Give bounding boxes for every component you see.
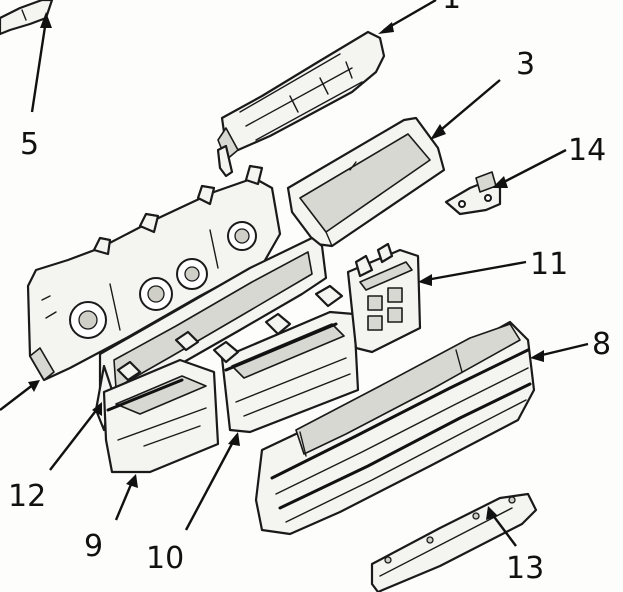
callout-labels: 1 3 5 14 11 8 12 9 10 13 [8, 0, 611, 586]
lamp-socket-3 [176, 258, 208, 290]
callout-5: 5 [20, 127, 39, 162]
callout-9: 9 [84, 529, 103, 564]
callout-13: 13 [506, 551, 544, 586]
callout-3: 3 [516, 47, 535, 82]
part-11-side-lamp [346, 242, 422, 354]
part-10-center-lens [116, 284, 360, 434]
lamp-socket-2 [139, 277, 173, 311]
leader-lines [0, 0, 589, 547]
callout-11: 11 [530, 247, 568, 282]
callout-1: 1 [442, 0, 461, 16]
callout-8: 8 [592, 327, 611, 362]
part-8-tail-lamp-lens [254, 320, 536, 536]
lamp-base-assembly [26, 164, 282, 382]
part-9-left-lens [102, 358, 220, 474]
lamp-socket-4 [227, 221, 257, 251]
part-1-upper-mount [216, 30, 386, 178]
callout-12: 12 [8, 479, 46, 514]
part-3-housing-tray [286, 116, 446, 248]
callout-14: 14 [568, 133, 606, 168]
lamp-socket-1 [69, 301, 107, 339]
part-14-clip [444, 171, 502, 216]
callout-10: 10 [146, 541, 184, 576]
